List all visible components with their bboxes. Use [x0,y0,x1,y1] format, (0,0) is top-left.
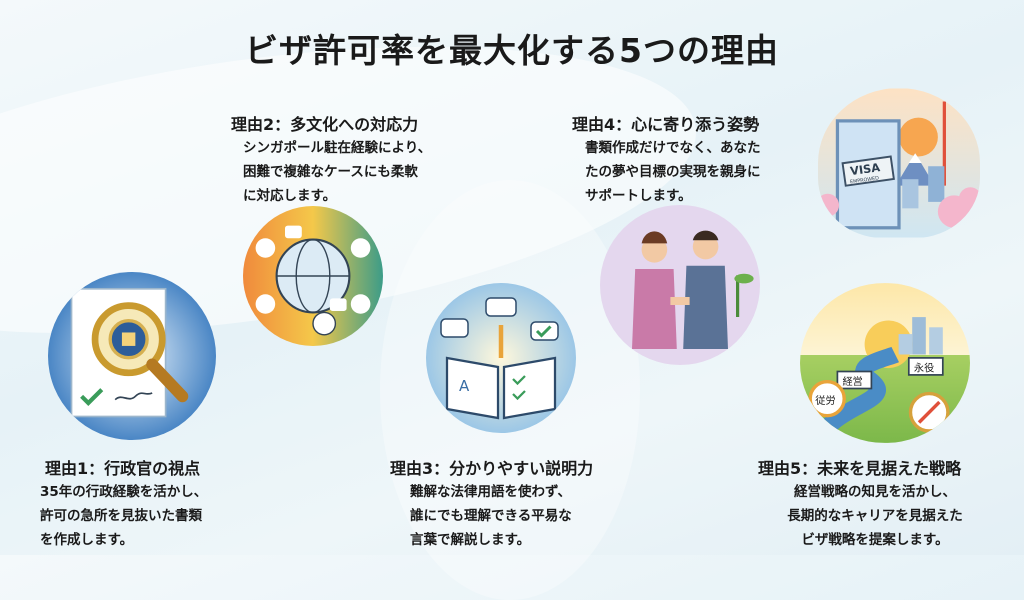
reason5-body: 経営戦略の知見を活かし、 長期的なキャリアを見据えた ビザ戦略を提案します。 [770,480,980,552]
open-book-icon: A [426,283,576,433]
reason1-line: を作成します。 [40,532,134,548]
reason4-illustration [600,205,760,365]
reason1-line: 許可の急所を見抜いた書類 [40,508,202,524]
reason1-illustration [48,272,216,440]
reason3-line: 誰にでも理解できる平易な [410,508,572,524]
reason2-heading: 理由2：多文化への対応力 [231,115,419,134]
reason2-line: 困難で複雑なケースにも柔軟 [243,164,418,180]
reason5-line: 経営戦略の知見を活かし、 [794,484,956,500]
reason5-line: 長期的なキャリアを見据えた [787,508,963,524]
handshake-icon [600,205,760,365]
reason2-body: シンガポール駐在経験により、 困難で複雑なケースにも柔軟 に対応します。 [243,136,431,208]
reason5-heading: 理由5：未来を見据えた戦略 [758,459,962,478]
reason2-line: シンガポール駐在経験により、 [243,140,432,156]
reason5-illustration: 経営 永役 従労 [800,283,970,443]
page-title: ビザ許可率を最大化する5つの理由 [245,31,779,70]
magnifier-document-icon [48,272,216,440]
reason1-heading: 理由1：行政官の視点 [45,459,201,478]
reason2-line: に対応します。 [243,188,337,204]
reason3-heading: 理由3：分かりやすい説明力 [390,459,594,478]
reason3-line: 言葉で解説します。 [410,532,531,548]
reason1-body: 35年の行政経験を活かし、 許可の急所を見抜いた書類 を作成します。 [40,480,207,552]
reason3-line: 難解な法律用語を使わず、 [410,484,572,500]
reason5-line: ビザ戦略を提案します。 [801,532,949,548]
road-sign-pin: 従労 [815,394,835,407]
svg-text:A: A [459,377,470,395]
globe-languages-icon [243,206,383,346]
reason4-heading: 理由4：心に寄り添う姿勢 [572,115,760,134]
visa-gate-icon: VISA EMPROWED [818,88,980,238]
visa-sign-subtext: EMPROWED [850,175,880,185]
reason3-body: 難解な法律用語を使わず、 誰にでも理解できる平易な 言葉で解説します。 [410,480,572,552]
reason4-line: 書類作成だけでなく、あなた [585,140,761,156]
road-sign-management: 経営 [843,375,863,388]
reason4-body: 書類作成だけでなく、あなた たの夢や目標の実現を親身に サポートします。 [585,136,761,208]
career-road-icon: 経営 永役 従労 [800,283,970,443]
road-sign-permanent: 永役 [914,362,934,375]
reason2-illustration [243,206,383,346]
reason1-line: 35年の行政経験を活かし、 [40,484,208,500]
visa-gate-illustration: VISA EMPROWED [818,88,980,238]
reason3-illustration: A [426,283,576,433]
visa-sign-text: VISA [849,160,881,178]
reason4-line: サポートします。 [585,188,692,204]
reason4-line: たの夢や目標の実現を親身に [585,164,761,180]
